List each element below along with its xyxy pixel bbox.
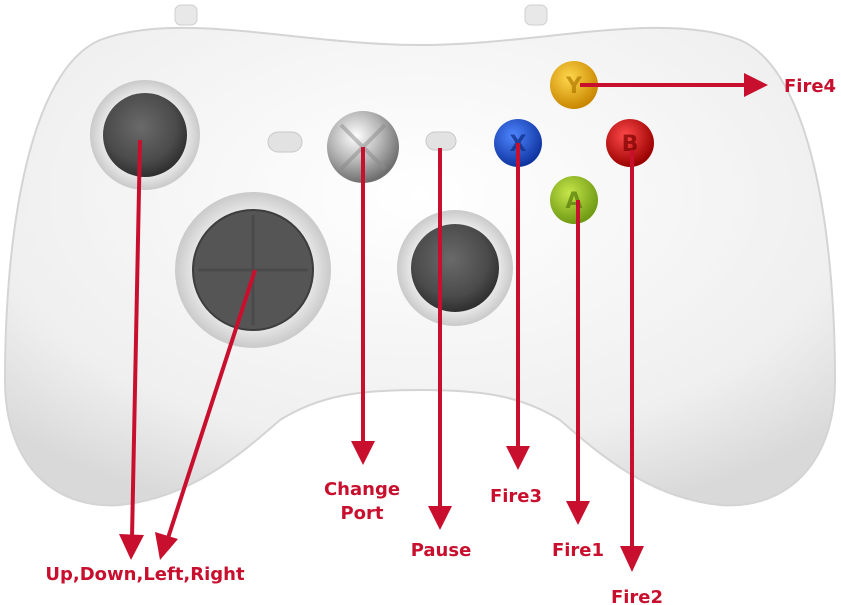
button-b: B — [606, 119, 654, 167]
arrow-directions-dpad — [166, 269, 257, 539]
arrowhead-directions-stick — [119, 534, 144, 560]
arrow-heads — [119, 73, 768, 572]
label-directions: Up,Down,Left,Right — [45, 564, 245, 585]
button-a: A — [550, 176, 598, 224]
start-button — [425, 131, 457, 151]
arrowhead-fire2 — [620, 546, 644, 572]
label-pause: Pause — [411, 540, 472, 561]
dpad — [175, 192, 331, 348]
button-y-letter: Y — [565, 74, 583, 99]
annotation-arrows — [130, 83, 748, 550]
button-b-letter: B — [622, 132, 639, 157]
arrowhead-fire1 — [566, 501, 590, 525]
button-y: Y — [550, 61, 598, 109]
label-fire1: Fire1 — [552, 540, 604, 561]
arrowhead-fire3 — [506, 446, 530, 470]
label-fire3: Fire3 — [490, 486, 542, 507]
label-fire2: Fire2 — [611, 587, 663, 605]
right-thumbstick — [397, 210, 513, 326]
label-change-port-line1: Change — [324, 479, 400, 500]
label-fire4: Fire4 — [784, 76, 836, 97]
left-thumbstick — [90, 80, 200, 190]
arrowhead-pause — [428, 506, 452, 530]
back-button — [267, 131, 303, 153]
arrowhead-fire4 — [744, 73, 768, 97]
arrowhead-change-port — [351, 441, 375, 465]
arrow-directions-stick — [130, 139, 142, 539]
arrowhead-directions-dpad — [155, 532, 178, 560]
label-change-port-line2: Port — [340, 503, 383, 524]
